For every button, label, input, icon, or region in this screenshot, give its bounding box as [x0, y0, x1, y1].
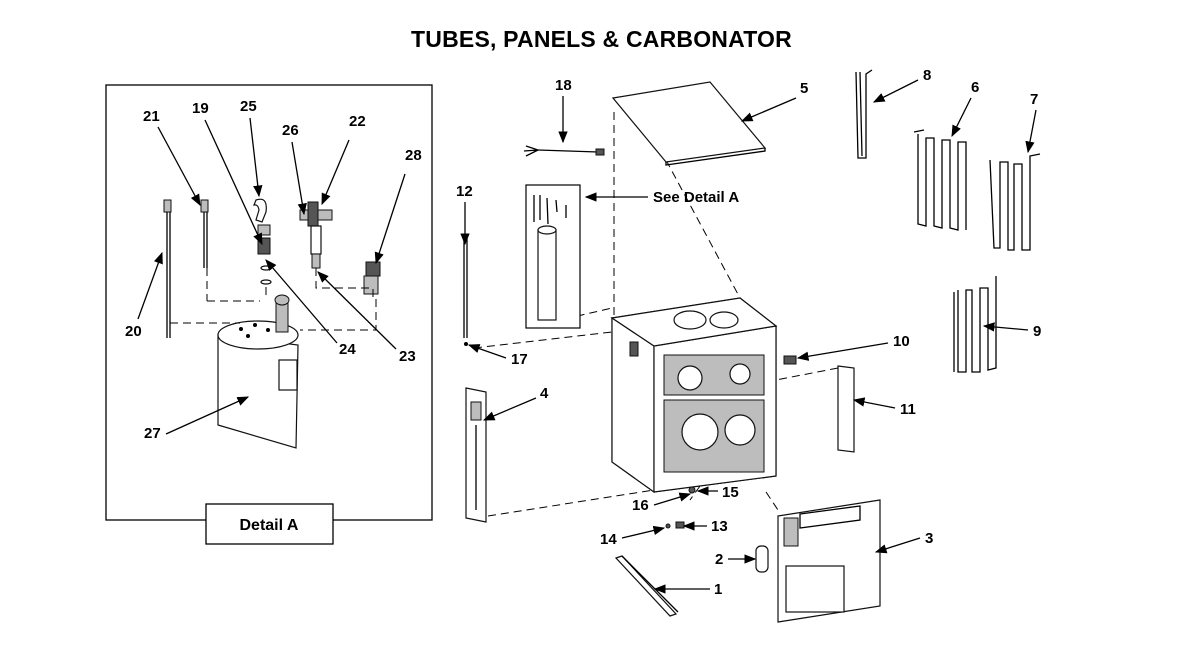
callout-26: 26	[282, 122, 307, 216]
elbow-fitting	[253, 198, 272, 285]
coil-tube-8	[855, 69, 873, 159]
level-rod	[463, 235, 468, 346]
callout-10: 10	[796, 333, 910, 361]
svg-text:25: 25	[240, 98, 257, 115]
top-panel	[611, 81, 767, 166]
svg-text:1: 1	[714, 581, 722, 598]
svg-text:17: 17	[511, 351, 528, 368]
relief-valve	[363, 261, 381, 295]
small-fittings	[665, 486, 696, 529]
callout-23: 23	[317, 271, 416, 365]
callout-14: 14	[600, 525, 666, 548]
svg-text:4: 4	[540, 385, 549, 402]
main-cabinet	[610, 297, 778, 494]
callout-5: 5	[740, 80, 808, 122]
callout-19: 19	[192, 100, 263, 246]
svg-text:23: 23	[399, 348, 416, 365]
svg-text:28: 28	[405, 147, 422, 164]
callout-24: 24	[265, 259, 356, 358]
svg-text:6: 6	[971, 79, 979, 96]
callout-25: 25	[240, 98, 263, 198]
callout-15: 15	[696, 484, 739, 501]
callout-18: 18	[555, 77, 572, 144]
svg-text:2: 2	[715, 551, 723, 568]
svg-text:26: 26	[282, 122, 299, 139]
callout-8: 8	[872, 67, 931, 103]
svg-text:18: 18	[555, 77, 572, 94]
callout-1: 1	[653, 581, 722, 598]
side-panel-right	[837, 365, 855, 453]
level-probe-right	[200, 199, 209, 268]
callout-17: 17	[467, 344, 528, 368]
drip-tray	[614, 555, 679, 617]
callout-22: 22	[321, 113, 366, 206]
detail-a-label: Detail A	[240, 517, 299, 534]
svg-text:9: 9	[1033, 323, 1041, 340]
callout-4: 4	[482, 385, 549, 421]
coil-tube-7	[989, 153, 1041, 251]
svg-text:11: 11	[900, 401, 916, 418]
svg-text:21: 21	[143, 108, 160, 125]
svg-text:7: 7	[1030, 91, 1038, 108]
callout-9: 9	[982, 322, 1041, 340]
svg-text:10: 10	[893, 333, 910, 350]
carbonator-tank	[217, 294, 299, 449]
door-handle	[755, 545, 769, 573]
svg-text:16: 16	[632, 497, 649, 514]
check-valve-tee	[299, 201, 333, 269]
see-detail-a-label: See Detail A	[653, 189, 739, 206]
coil-tube-9	[953, 276, 997, 373]
side-panel-left	[465, 387, 487, 523]
callout-7: 7	[1025, 91, 1038, 154]
callout-13: 13	[682, 518, 728, 535]
power-cord	[523, 145, 605, 157]
svg-text:27: 27	[144, 425, 161, 442]
callout-6: 6	[951, 79, 979, 138]
diagram-title: TUBES, PANELS & CARBONATOR	[411, 26, 792, 52]
svg-text:22: 22	[349, 113, 366, 130]
level-probe-left	[163, 199, 172, 338]
callout-16: 16	[632, 492, 692, 514]
svg-text:14: 14	[600, 531, 617, 548]
svg-text:24: 24	[339, 341, 356, 358]
callout-27: 27	[144, 396, 250, 442]
svg-text:15: 15	[722, 484, 739, 501]
callout-28: 28	[374, 147, 422, 265]
coil-tube-6	[913, 129, 967, 231]
callout-3: 3	[874, 530, 933, 554]
fitting-10	[783, 355, 797, 365]
svg-text:20: 20	[125, 323, 142, 340]
svg-text:19: 19	[192, 100, 209, 117]
front-panel	[777, 499, 881, 623]
detail-a-reference: See Detail A	[525, 184, 739, 329]
svg-text:12: 12	[456, 183, 473, 200]
callout-21: 21	[143, 108, 201, 207]
detail-a-panel: Detail A	[105, 84, 433, 545]
svg-text:5: 5	[800, 80, 808, 97]
callout-12: 12	[456, 183, 473, 246]
svg-text:8: 8	[923, 67, 931, 84]
svg-text:3: 3	[925, 530, 933, 547]
callout-20: 20	[125, 251, 163, 340]
callout-11: 11	[852, 397, 916, 418]
callout-2: 2	[715, 551, 757, 568]
svg-text:13: 13	[711, 518, 728, 535]
